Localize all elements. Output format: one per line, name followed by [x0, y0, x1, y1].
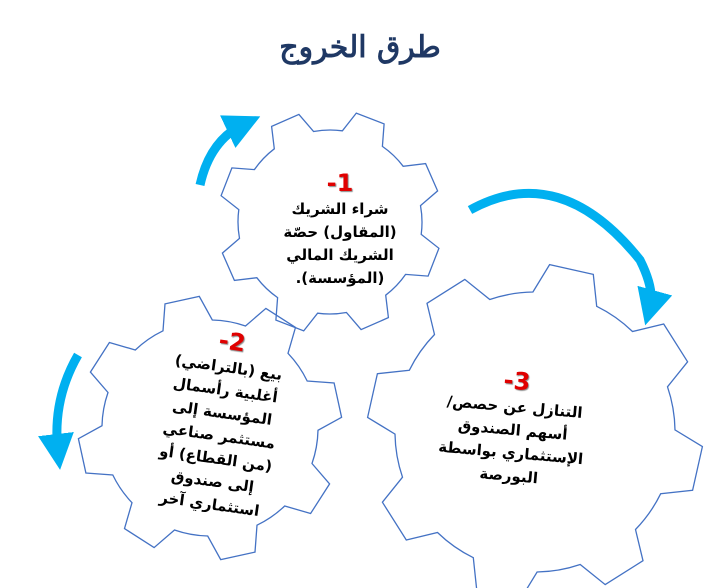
curved-arrow-left-icon	[38, 352, 82, 470]
curved-arrow-top-icon	[195, 115, 261, 187]
gear-1	[220, 112, 440, 332]
gear-3	[366, 263, 704, 588]
gear-1-number: 1-	[326, 169, 354, 197]
gear-2-text: بيع (بالتراضي) أغلبية رأسمال المؤسسة إلى…	[158, 351, 284, 521]
gear-3-text: التنازل عن حصص/أسهم الصندوق الإستثماري ب…	[437, 392, 584, 488]
gear-3-label: 3- التنازل عن حصص/أسهم الصندوق الإستثمار…	[425, 359, 601, 495]
curved-arrow-right-icon	[467, 188, 673, 326]
gear-1-label: 1- شراء الشريك (المقاول) حصّة الشريك الم…	[262, 168, 418, 290]
gear-1-text: شراء الشريك (المقاول) حصّة الشريك المالي…	[283, 200, 397, 287]
gear-2	[77, 295, 343, 561]
diagram-title: طرق الخروج	[279, 30, 441, 65]
